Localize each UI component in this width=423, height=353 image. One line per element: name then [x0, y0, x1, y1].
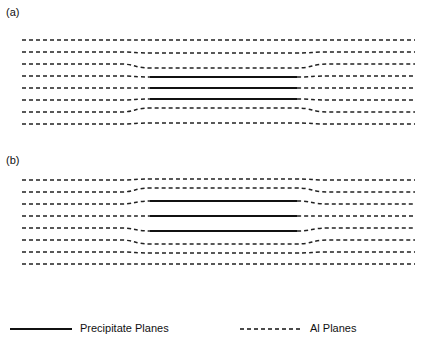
- al-plane: [297, 87, 415, 89]
- al-plane: [22, 52, 415, 53]
- precipitate-plane: [150, 230, 297, 232]
- precipitate-plane: [150, 87, 297, 89]
- al-plane: [297, 201, 415, 204]
- al-plane: [22, 201, 150, 204]
- al-plane: [297, 215, 415, 217]
- al-plane: [22, 39, 415, 41]
- al-plane: [22, 263, 415, 265]
- al-plane: [297, 76, 415, 77]
- al-plane: [22, 123, 415, 124]
- al-plane: [22, 188, 415, 192]
- panel-label: (a): [6, 6, 19, 19]
- al-plane: [22, 179, 415, 180]
- al-plane: [297, 99, 415, 100]
- al-plane: [22, 252, 415, 253]
- al-plane: [297, 228, 415, 231]
- panel-label: (b): [6, 154, 19, 167]
- legend-dashed-sample: [240, 328, 302, 330]
- precipitate-plane: [150, 200, 297, 202]
- al-plane: [22, 228, 150, 231]
- legend-solid-sample: [10, 328, 72, 330]
- precipitate-plane: [150, 76, 297, 78]
- al-plane: [22, 87, 150, 89]
- al-plane: [22, 76, 150, 77]
- legend-text: Precipitate Planes: [80, 322, 169, 335]
- al-plane: [22, 64, 415, 68]
- precipitate-plane: [150, 98, 297, 100]
- precipitate-plane: [150, 215, 297, 217]
- al-plane: [22, 99, 150, 100]
- al-plane: [22, 240, 415, 244]
- legend-text: Al Planes: [310, 322, 356, 335]
- al-plane: [22, 215, 150, 217]
- al-plane: [22, 108, 415, 112]
